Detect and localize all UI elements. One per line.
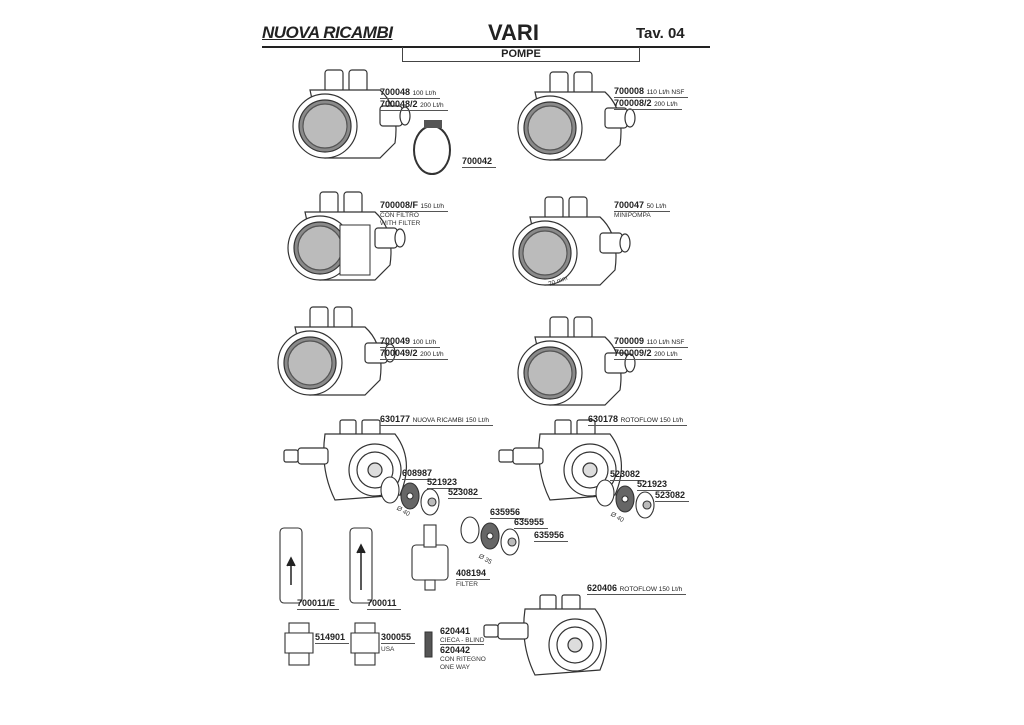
table-number: Tav. 04 [636,25,685,42]
part-label: 523082 [610,469,645,481]
part-label: 514901 [315,632,350,644]
part-code: 620441 [440,626,471,636]
part-label: 700009 110 Lt/h NSF [614,336,689,348]
part-label: 700008/2 200 Lt/h [614,98,682,110]
note: MINIPOMPA [614,212,651,219]
part-label: 408194 [456,568,491,580]
part-label: 700049/2 200 Lt/h [380,348,448,360]
part-label: 521923 [427,477,462,489]
note: USA [381,646,395,653]
part-label: 700011 [367,598,401,610]
header-rule [262,46,710,48]
part-label: 523082 [448,487,483,499]
part-label: 300055 [381,632,416,644]
part-label: 700049 100 Lt/h [380,336,441,348]
brand-logo: NUOVA RICAMBI [262,23,393,42]
part-label: 521923 [637,479,672,491]
part-label: 630177 NUOVA RICAMBI 150 Lt/h [380,414,494,426]
note: CON RITEGNO [440,656,486,663]
part-label: 620406 ROTOFLOW 150 Lt/h [587,583,687,595]
part-label: 700008 110 Lt/h NSF [614,86,689,98]
part-label: 700042 [462,156,497,168]
part-label: 700048 100 Lt/h [380,87,441,99]
part-label: 700048/2 200 Lt/h [380,99,448,111]
part-label: 700009/2 200 Lt/h [614,348,682,360]
part-label: 700008/F 150 Lt/h [380,200,449,212]
note: CON FILTRO [380,212,419,219]
part-label: 635956 [534,530,569,542]
note: CIECA - BLIND [440,637,485,645]
part-label: 523082 [655,490,690,502]
note: FILTER [456,581,478,588]
page-title: VARI [488,20,539,45]
note: WITH FILTER [380,220,421,227]
part-label: 635955 [514,517,549,529]
section-subtitle: POMPE [402,47,640,62]
part-label: 635956 [490,507,525,519]
part-label: 700011/E [297,598,340,610]
part-code: 620442 [440,645,471,655]
part-label: 608987 [402,468,437,480]
part-label: 700047 50 Lt/h [614,200,671,212]
note: ONE WAY [440,664,470,671]
part-label: 630178 ROTOFLOW 150 Lt/h [588,414,688,426]
